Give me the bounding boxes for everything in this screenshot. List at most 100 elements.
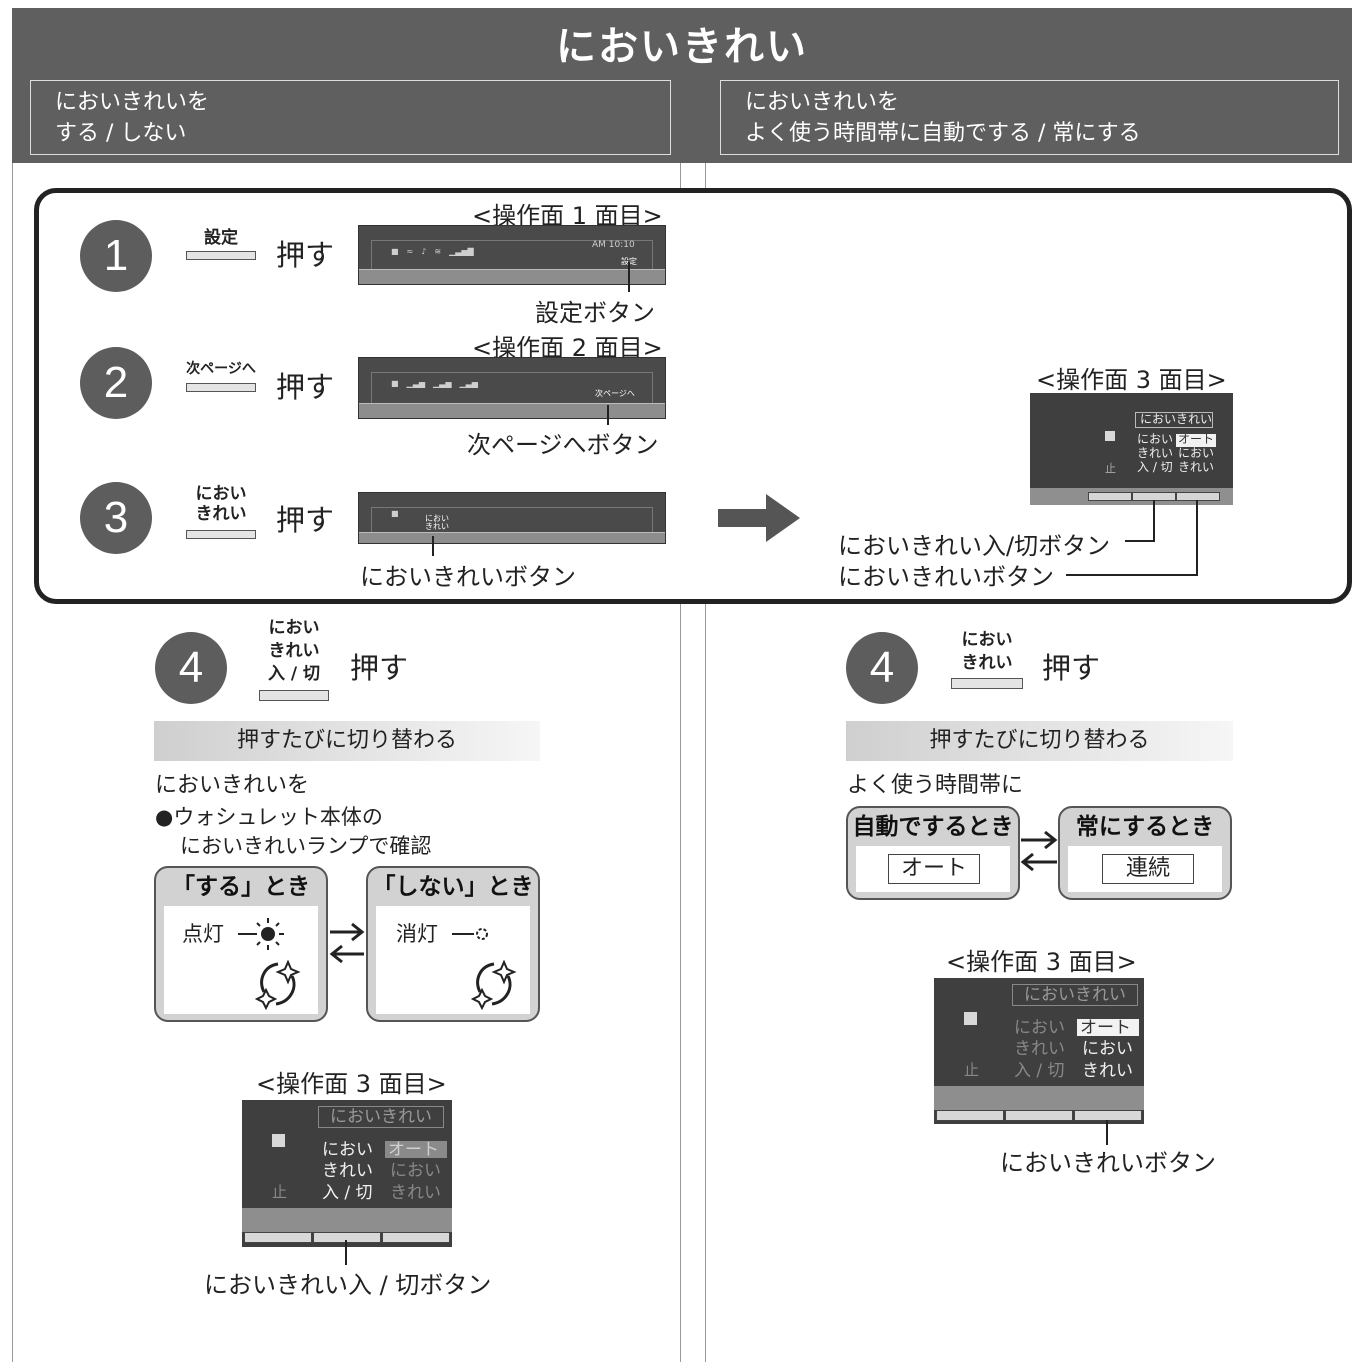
main-screen3-row2b: におい xyxy=(1178,446,1215,460)
right-leader-line xyxy=(1106,1120,1108,1145)
step-2-number: 2 xyxy=(80,347,152,419)
control-panel-page2: ■ ▁▃▅ ▁▃▅ ▁▃▅ 次ページへ xyxy=(358,357,666,419)
main-screen3-label: <操作面 3 面目> xyxy=(1036,366,1227,394)
column-border-left xyxy=(12,163,13,1362)
state-on-box: 「する」とき 点灯 xyxy=(154,866,328,1022)
right-screen3-title: においきれい xyxy=(1024,985,1126,1005)
main-screen3-panel: においきれい におい オート きれい におい 止 入 / 切 きれい xyxy=(1030,393,1233,523)
left-step-4-btn-l1: におい xyxy=(268,618,320,638)
panel3-btn-label-1: におい xyxy=(425,514,449,523)
state-off-title: 「しない」とき xyxy=(372,874,534,900)
lamp-on-icon xyxy=(238,918,284,950)
main-screen3-row1a: におい xyxy=(1137,432,1174,446)
step-2-button-label: 次ページへ xyxy=(186,361,256,377)
step-2-caption: 次ページへボタン xyxy=(467,431,659,459)
left-screen3-panel: においきれい におい オート きれい におい 止 入 / 切 きれい xyxy=(242,1100,452,1247)
continuous-mode-title: 常にするとき xyxy=(1075,814,1215,840)
right-line1: よく使う時間帯に xyxy=(847,773,1024,798)
panel1-time: AM 10:10 xyxy=(592,240,635,250)
left-line3: においきれいランプで確認 xyxy=(180,834,432,858)
left-step-4-push: 押す xyxy=(350,651,409,685)
main-screen3-row1b: オート xyxy=(1178,432,1215,446)
next-page-button[interactable] xyxy=(186,383,256,392)
swap-arrows-icon xyxy=(1020,830,1058,872)
leader-line-1 xyxy=(628,262,630,292)
right-header-line1: においきれいを xyxy=(745,90,900,115)
right-nioi-button[interactable] xyxy=(951,678,1023,689)
main-caption-nioi: においきれいボタン xyxy=(838,563,1054,591)
step-3-push: 押す xyxy=(276,503,335,537)
leader-nioi-v xyxy=(1196,500,1198,576)
left-header-line2: する / しない xyxy=(55,121,187,146)
right-step-4-btn-l1: におい xyxy=(961,630,1013,650)
main-screen3-row2a: きれい xyxy=(1137,446,1174,460)
left-toggle-band: 押すたびに切り替わる xyxy=(154,721,540,761)
right-screen3-label: <操作面 3 面目> xyxy=(946,948,1137,976)
auto-mode-value: オート xyxy=(888,854,980,884)
leader-onoff-h xyxy=(1125,540,1155,542)
step-2-push: 押す xyxy=(276,370,335,404)
left-screen3-title: においきれい xyxy=(330,1107,432,1127)
continuous-mode-box: 常にするとき 連続 xyxy=(1058,806,1232,900)
panel1-setting-label: 設定 xyxy=(621,256,637,267)
nioi-kirei-button[interactable] xyxy=(186,530,256,539)
right-screen3-row3b: きれい xyxy=(1082,1061,1133,1081)
right-screen3-row1a: におい xyxy=(1014,1018,1065,1038)
setting-button[interactable] xyxy=(186,251,256,260)
left-screen3-row1b: オート xyxy=(388,1140,439,1160)
nioi-onoff-button[interactable] xyxy=(259,690,329,701)
right-screen3-row2a: きれい xyxy=(1014,1039,1065,1059)
step-3-number: 3 xyxy=(80,482,152,554)
leader-line-3 xyxy=(432,536,434,556)
main-screen3-title: においきれい xyxy=(1140,412,1213,426)
left-screen3-row1a: におい xyxy=(322,1140,373,1160)
lamp-off-icon xyxy=(452,928,488,940)
left-step-4-btn-l2: きれい xyxy=(268,641,320,661)
leader-line-2 xyxy=(607,405,609,425)
auto-mode-title: 自動でするとき xyxy=(852,814,1014,840)
left-line1: においきれいを xyxy=(155,773,310,798)
header-band xyxy=(12,8,1352,163)
swap-arrows-icon xyxy=(329,922,365,964)
state-off-text: 消灯 xyxy=(396,922,438,946)
step-1-caption: 設定ボタン xyxy=(535,299,655,327)
arrow-right-icon xyxy=(718,494,800,542)
column-divider-a xyxy=(680,163,681,1362)
main-screen3-row3a: 入 / 切 xyxy=(1137,460,1173,474)
panel3-btn-label-2: きれい xyxy=(425,522,449,531)
right-screen3-caption: においきれいボタン xyxy=(1000,1149,1216,1177)
right-step-4-btn-l2: きれい xyxy=(961,653,1013,673)
right-screen3-stop: 止 xyxy=(964,1061,980,1079)
step-3-caption: においきれいボタン xyxy=(360,563,576,591)
left-screen3-row2b: におい xyxy=(390,1161,441,1181)
step-1-button-label: 設定 xyxy=(204,228,238,248)
left-screen3-row2a: きれい xyxy=(322,1161,373,1181)
left-screen3-label: <操作面 3 面目> xyxy=(256,1070,447,1098)
auto-mode-box: 自動でするとき オート xyxy=(846,806,1020,900)
state-off-box: 「しない」とき 消灯 xyxy=(366,866,540,1022)
left-screen3-row3a: 入 / 切 xyxy=(322,1183,373,1203)
left-header-line1: においきれいを xyxy=(55,90,210,115)
right-header-line2: よく使う時間帯に自動でする / 常にする xyxy=(745,121,1141,146)
main-screen3-row3b: きれい xyxy=(1178,460,1215,474)
right-screen3-row1b: オート xyxy=(1080,1018,1131,1038)
right-toggle-band: 押すたびに切り替わる xyxy=(846,721,1233,761)
control-panel-page2-nioi: ■ におい きれい xyxy=(358,492,666,544)
leader-nioi-h xyxy=(1066,574,1198,576)
right-screen3-row2b: におい xyxy=(1082,1039,1133,1059)
left-section-header: においきれいを する / しない xyxy=(30,80,671,155)
left-line2: ●ウォシュレット本体の xyxy=(155,805,383,829)
state-on-title: 「する」とき xyxy=(172,874,310,900)
step-3-button-label-2: きれい xyxy=(195,504,247,524)
step-1-number: 1 xyxy=(80,220,152,292)
left-screen3-row3b: きれい xyxy=(390,1183,441,1203)
state-on-text: 点灯 xyxy=(182,922,224,946)
right-screen3-row3a: 入 / 切 xyxy=(1014,1061,1065,1081)
sparkle-icon xyxy=(470,959,517,1010)
right-screen3-panel: においきれい におい オート きれい におい 止 入 / 切 きれい xyxy=(934,978,1144,1124)
sparkle-icon xyxy=(254,959,301,1010)
step-1-push: 押す xyxy=(276,238,335,272)
step-3-button-label-1: におい xyxy=(195,484,247,504)
right-step-4-number: 4 xyxy=(846,632,918,704)
left-screen3-stop: 止 xyxy=(272,1183,288,1201)
